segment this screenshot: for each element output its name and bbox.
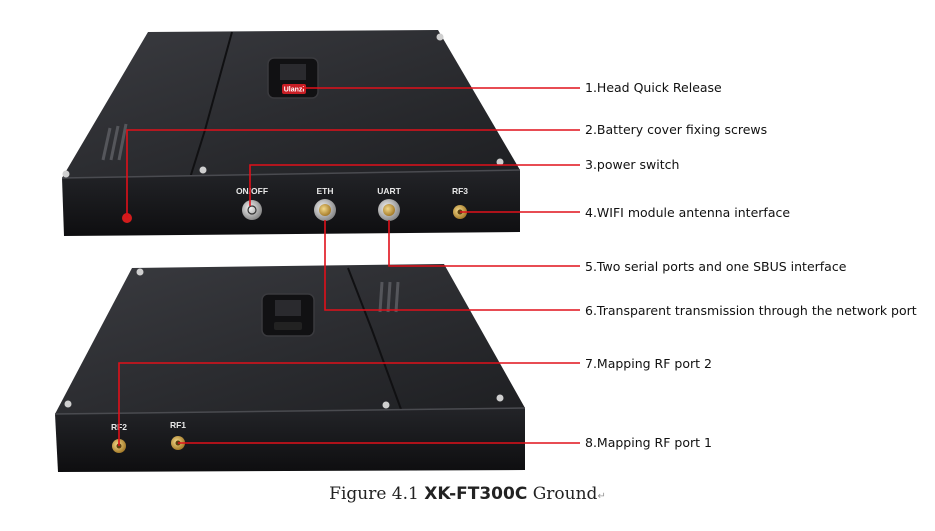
leader-6: [324, 220, 580, 311]
top-device-lid: [62, 30, 520, 178]
leader-lines: [118, 87, 580, 446]
rear-lid-screw-2: [64, 400, 72, 408]
bottom-device: RF2 RF1: [54, 264, 526, 472]
mount-brand-label: Ulanzi: [284, 87, 305, 94]
lid-screw-3: [199, 166, 207, 174]
device-diagram: Ulanzi ON/OFF ETH UART RF3: [54, 30, 917, 472]
battery-cover-seam-rear: [347, 267, 403, 413]
callout-2: 2.Battery cover fixing screws: [585, 122, 767, 137]
paragraph-mark-icon: ↵: [597, 491, 606, 502]
rear-lid-screw-4: [496, 394, 504, 402]
rf1-port-label: RF1: [170, 420, 186, 430]
callout-7: 7.Mapping RF port 2: [585, 356, 712, 371]
quick-release-mount-icon: Ulanzi: [267, 57, 319, 99]
rear-logo-stripes-icon: [378, 281, 400, 313]
callout-8: 8.Mapping RF port 1: [585, 435, 712, 450]
rear-lid-screw-1: [136, 268, 144, 276]
caption-model: XK-FT300C: [424, 484, 528, 504]
caption-suffix: Ground: [532, 484, 598, 504]
lid-logo-stripes-icon: [101, 123, 128, 161]
callout-6: 6.Transparent transmission through the n…: [585, 303, 917, 318]
rf3-port-label: RF3: [452, 186, 468, 196]
rear-lid-screw-3: [382, 401, 390, 409]
power-switch-icon: [242, 200, 262, 220]
leader-2: [126, 129, 580, 218]
callout-5: 5.Two serial ports and one SBUS interfac…: [585, 259, 847, 274]
leader-3: [249, 164, 580, 206]
lid-screw-1: [436, 33, 444, 41]
uart-port-label: UART: [377, 186, 401, 196]
on-off-port-label: ON/OFF: [236, 186, 268, 196]
bottom-device-front: [55, 408, 525, 472]
top-device: Ulanzi ON/OFF ETH UART RF3: [61, 30, 521, 236]
lid-screw-2: [496, 158, 504, 166]
lid-screw-4: [62, 170, 70, 178]
rear-quick-release-mount-icon: [261, 293, 315, 337]
figure-caption: Figure 4.1 XK-FT300C Ground↵: [0, 484, 935, 504]
caption-prefix: Figure 4.1: [329, 484, 419, 504]
callout-3: 3.power switch: [585, 157, 679, 172]
callout-labels: 1.Head Quick Release 2.Battery cover fix…: [585, 80, 917, 450]
top-device-front: [62, 170, 520, 236]
eth-port-label: ETH: [317, 186, 334, 196]
callout-4: 4.WIFI module antenna interface: [585, 205, 790, 220]
bottom-device-lid: [55, 264, 525, 414]
callout-1: 1.Head Quick Release: [585, 80, 722, 95]
leader-5: [388, 220, 580, 267]
leader-7: [118, 362, 580, 446]
